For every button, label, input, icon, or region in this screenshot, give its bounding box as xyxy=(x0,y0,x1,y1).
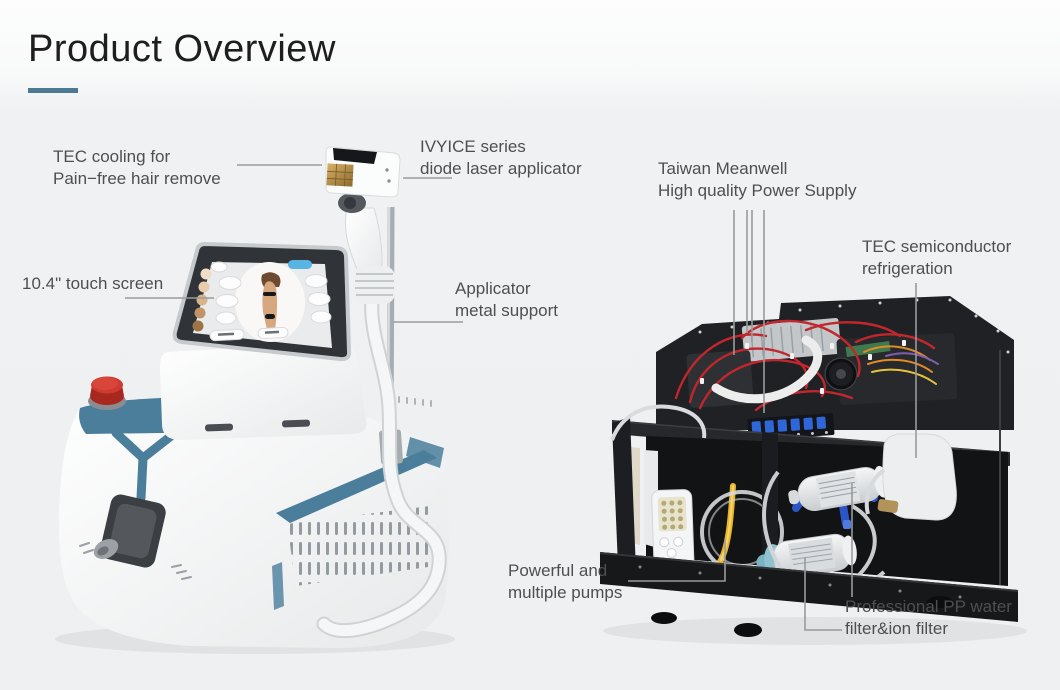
touch-screen[interactable] xyxy=(172,241,352,362)
pcb-green xyxy=(845,340,891,358)
brass-fitting xyxy=(877,499,899,513)
gui-buttons[interactable] xyxy=(209,261,332,342)
chassis-foot xyxy=(927,596,953,608)
internal-components-photo xyxy=(599,296,1027,645)
callout-label-power-supply: Taiwan Meanwell High quality Power Suppl… xyxy=(658,159,857,200)
line-pumps xyxy=(628,539,726,582)
screen-gui xyxy=(192,260,332,342)
inlet-tube xyxy=(610,404,707,441)
laser-applicator-handpiece xyxy=(325,146,401,304)
deck-vent-dots xyxy=(398,396,432,407)
applicator-hose xyxy=(316,290,447,639)
side-stripe-lower xyxy=(272,562,284,610)
wiring-harness xyxy=(674,319,939,412)
frame-post-left xyxy=(612,416,636,572)
line-power-supply xyxy=(733,210,765,413)
screen-stand xyxy=(160,342,367,440)
treatment-window-gold xyxy=(326,163,354,187)
vent-grille xyxy=(287,506,435,586)
head-top-glass xyxy=(333,148,377,164)
cable-ties xyxy=(700,340,906,402)
stand-slot-left xyxy=(205,423,234,432)
chassis-shadow xyxy=(603,617,1027,645)
title-accent-bar xyxy=(28,88,78,93)
callout-label-touch-screen: 10.4" touch screen xyxy=(22,274,164,293)
electronics-deck xyxy=(674,317,958,441)
laser-machine-photo xyxy=(55,146,455,654)
hose-bellows xyxy=(355,273,394,296)
chassis-base xyxy=(600,552,1018,622)
water-pump xyxy=(756,533,857,578)
callout-label-pumps: Powerful and multiple pumps xyxy=(508,561,623,602)
brand-y-logo xyxy=(111,428,176,503)
base-screws xyxy=(638,565,962,599)
chassis-foot xyxy=(651,612,677,624)
stand-slot-right xyxy=(282,419,311,428)
line-water-filter-b xyxy=(804,557,842,631)
emergency-stop-button[interactable] xyxy=(88,376,126,411)
page-title: Product Overview xyxy=(28,28,336,70)
handpiece-holder xyxy=(93,494,166,568)
cooling-fan xyxy=(824,357,858,391)
machine-body xyxy=(58,390,449,649)
callout-label-tec-refrigeration: TEC semiconductor refrigeration xyxy=(862,237,1012,278)
callout-lines xyxy=(125,164,917,631)
water-tank xyxy=(864,433,957,521)
gui-mode-badge xyxy=(288,260,312,269)
callout-label-diode-applicator: IVYICE series diode laser applicator xyxy=(420,137,582,178)
body-detail-dashes xyxy=(79,542,192,580)
chassis-foot xyxy=(734,623,762,637)
callout-label-metal-support: Applicator metal support xyxy=(455,279,558,320)
callout-label-water-filter: Professional PP water filter&ion filter xyxy=(845,597,1012,638)
callout-label-tec-cooling: TEC cooling for Pain−free hair remove xyxy=(53,147,221,188)
